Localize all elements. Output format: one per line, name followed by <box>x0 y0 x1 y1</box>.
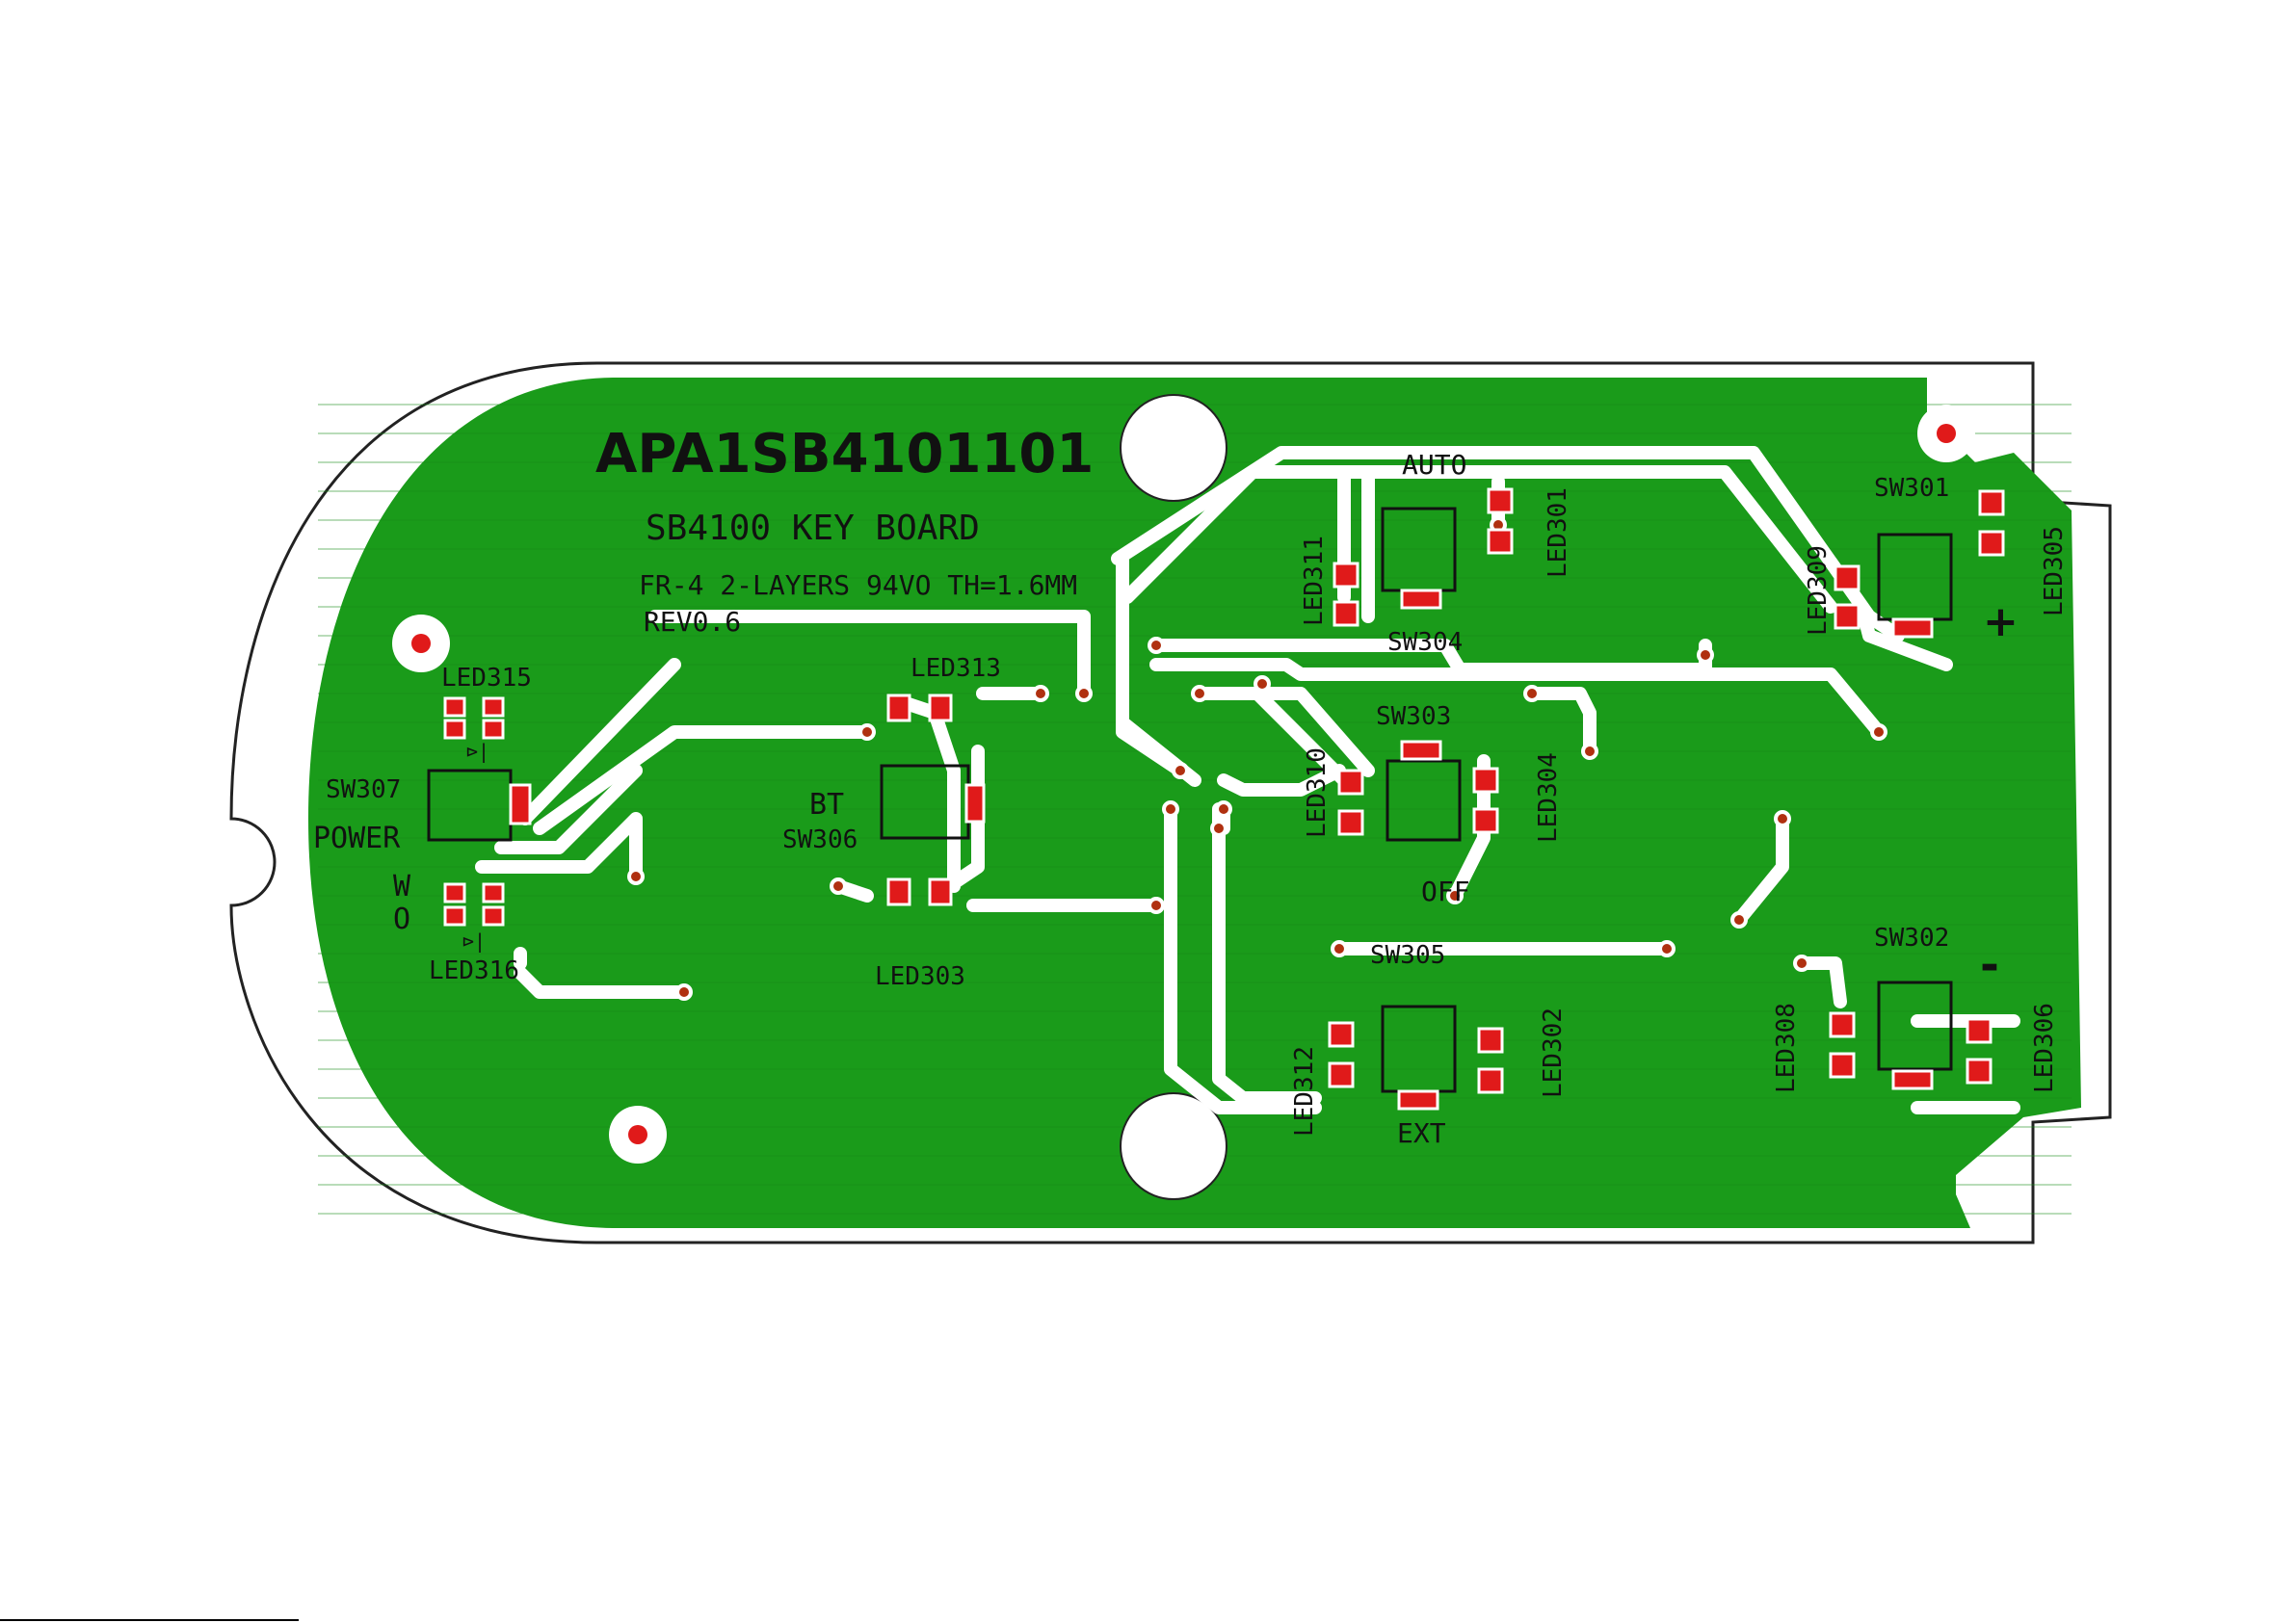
label-off: OFF <box>1421 876 1470 907</box>
label-led316: LED316 <box>429 956 519 985</box>
fiducial-mark <box>609 1106 667 1164</box>
label-led302: LED302 <box>1539 1008 1568 1098</box>
board-part-number: APA1SB4101101 <box>595 423 1094 485</box>
label-ext: EXT <box>1397 1117 1446 1149</box>
label-led315: LED315 <box>441 664 532 693</box>
label-w: W <box>393 870 411 903</box>
label-led308: LED308 <box>1772 1003 1801 1093</box>
svg-text:⊳|: ⊳| <box>466 740 489 763</box>
svg-text:⊳|: ⊳| <box>462 929 486 953</box>
label-led312: LED312 <box>1290 1046 1319 1137</box>
label-plus: + <box>1983 597 2019 646</box>
label-led305: LED305 <box>2040 526 2069 616</box>
label-led309: LED309 <box>1804 545 1833 636</box>
board-name: SB4100 KEY BOARD <box>646 509 980 548</box>
label-sw303: SW303 <box>1376 702 1451 731</box>
label-auto: AUTO <box>1402 449 1466 481</box>
label-sw306: SW306 <box>782 825 858 854</box>
label-power: POWER <box>313 822 401 855</box>
label-led306: LED306 <box>2030 1003 2059 1093</box>
board-spec: FR-4 2-LAYERS 94VO TH=1.6MM <box>639 569 1077 601</box>
label-led303: LED303 <box>875 962 965 991</box>
mounting-hole <box>1121 395 1227 501</box>
label-led310: LED310 <box>1303 747 1332 838</box>
label-led304: LED304 <box>1534 752 1563 843</box>
label-sw301: SW301 <box>1874 474 1949 503</box>
label-minus: - <box>1980 938 1999 992</box>
label-led301: LED301 <box>1544 487 1572 578</box>
label-bt: BT <box>809 788 844 822</box>
label-sw305: SW305 <box>1370 941 1445 970</box>
label-sw307: SW307 <box>326 775 401 804</box>
label-led313: LED313 <box>910 654 1001 683</box>
label-sw304: SW304 <box>1387 628 1463 657</box>
board-revision: REV0.6 <box>644 606 741 638</box>
label-sw302: SW302 <box>1874 924 1949 953</box>
label-o: O <box>393 903 410 936</box>
label-led311: LED311 <box>1300 536 1329 626</box>
fiducial-mark <box>1917 405 1975 462</box>
